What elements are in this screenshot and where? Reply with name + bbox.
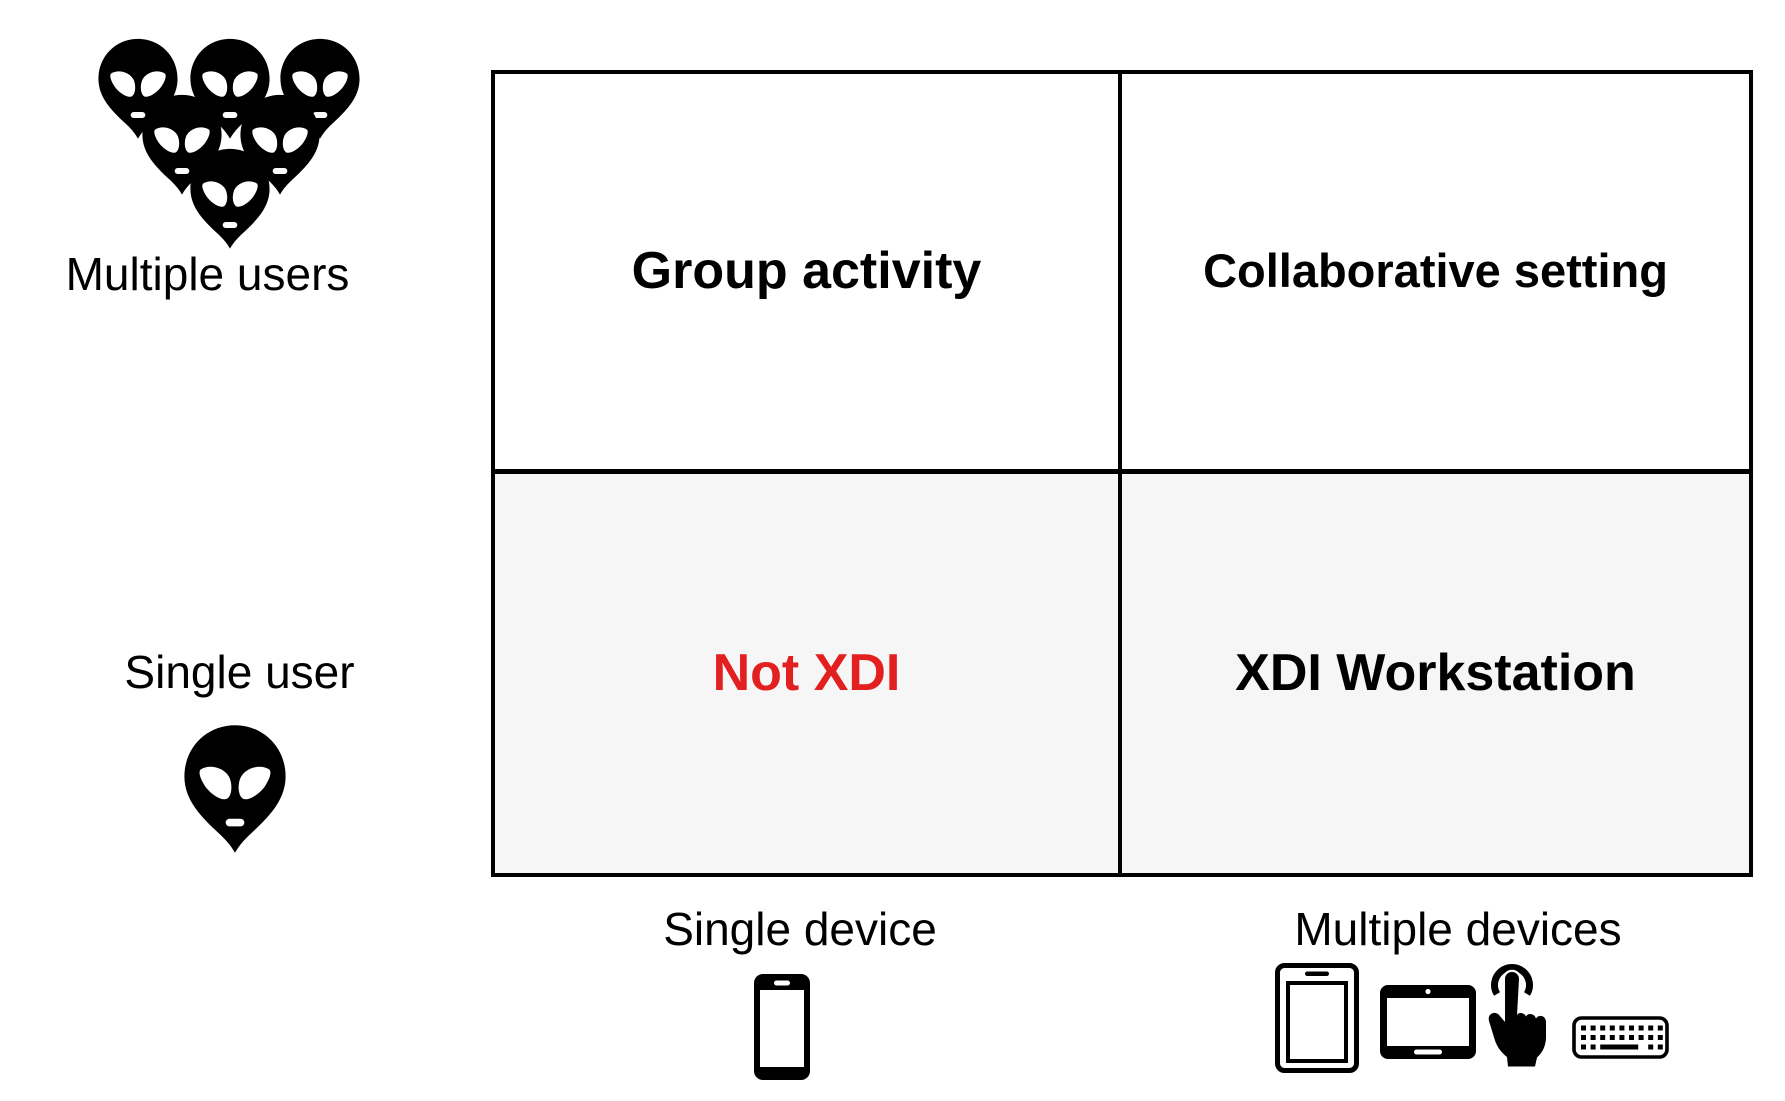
quadrant-bottom-left: Not XDI (495, 473, 1122, 873)
matrix-grid: Group activity Collaborative setting Not… (491, 70, 1753, 877)
tablet-landscape-icon (1380, 985, 1476, 1059)
quadrant-bottom-right: XDI Workstation (1122, 473, 1749, 873)
x-axis-label-multiple-devices: Multiple devices (1294, 903, 1622, 955)
keyboard-icon (1572, 1016, 1669, 1059)
alien-head-icon (190, 148, 270, 249)
smartphone-icon (754, 974, 810, 1080)
quadrant-bottom-right-label: XDI Workstation (1235, 643, 1636, 702)
tap-gesture-icon (1486, 964, 1546, 1069)
quadrant-bottom-left-label: Not XDI (712, 643, 901, 702)
quadrant-top-right: Collaborative setting (1122, 74, 1749, 474)
multiple-users-icon (98, 38, 360, 249)
quadrant-top-right-label: Collaborative setting (1203, 244, 1668, 298)
x-axis-label-single-device: Single device (663, 903, 937, 955)
single-user-icon (184, 725, 286, 853)
alien-head-icon (184, 725, 286, 853)
y-axis-label-multiple-users: Multiple users (65, 248, 350, 300)
quadrant-top-left: Group activity (495, 74, 1122, 474)
tablet-portrait-icon (1275, 963, 1359, 1073)
y-axis-label-single-user: Single user (124, 646, 355, 698)
quadrant-top-left-label: Group activity (631, 241, 982, 300)
